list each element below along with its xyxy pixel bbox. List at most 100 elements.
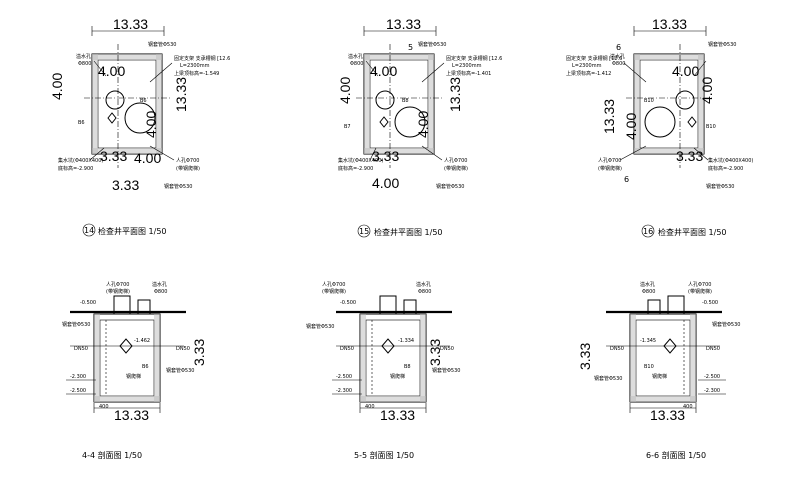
plan15-dim-b3: 4.00: [372, 175, 399, 191]
plan15-dim-right2: 4.00: [415, 111, 431, 138]
sec55-overflow-size: Φ800: [418, 289, 431, 295]
plan15-overflow: 溢水孔: [348, 53, 363, 60]
sec55-mid-elev: -1.334: [398, 338, 414, 344]
plan14-dim-left: 4.00: [49, 73, 65, 100]
plan16-b-left: B10: [644, 98, 654, 104]
plan14-top-elev: 上梁顶标高=-1.549: [174, 70, 219, 77]
sec55-elev1: -2.500: [336, 374, 352, 380]
plan16-dim-tag2: 6: [616, 43, 621, 52]
sec55-ladder2: 钢爬梯: [390, 373, 405, 380]
sec55-pipe-right: DN50: [440, 346, 454, 352]
sec66-ladder2: 钢爬梯: [652, 373, 667, 380]
sec55-ladder: (带钢爬梯): [322, 288, 346, 295]
plan15-dim-tag: 5: [408, 43, 413, 52]
plan14-b-left: B6: [78, 120, 85, 126]
sec55-dim-right: 3.33: [427, 339, 443, 366]
sec44-casing: 钢套管Φ530: [62, 321, 90, 328]
sec66-dim-bottom: 13.33: [650, 407, 685, 423]
plan16-caption: 检查井平面图 1/50: [658, 227, 727, 237]
sec44-pipe-left: DN50: [74, 346, 88, 352]
plan-14: 13.33 4.00 4.00 13.33 4.00 3.33 4.00 3.3…: [49, 16, 230, 237]
sec55-overflow: 溢水孔: [416, 281, 431, 288]
plan15-dim-top: 13.33: [386, 16, 421, 32]
plan14-dim-top: 13.33: [113, 16, 148, 32]
plan15-dim-right: 13.33: [447, 77, 463, 112]
sec44-dim-bottom: 13.33: [114, 407, 149, 423]
sec44-top-elev: -0.500: [80, 300, 96, 306]
sec55-elev2: -2.300: [336, 388, 352, 394]
plan15-top-elev: 上梁顶标高=-1.401: [446, 70, 491, 77]
plan15-b-center: B8: [402, 98, 409, 104]
plan16-overflow: 溢水孔: [610, 53, 625, 60]
section-6-6: 13.33 3.33 溢水孔 Φ800 人孔Φ700 (带钢爬梯) -0.500…: [577, 281, 740, 460]
plan14-dim-right: 13.33: [173, 77, 189, 112]
sec55-dim-bottom: 13.33: [380, 407, 415, 423]
plan-16: 13.33 4.00 4.00 13.33 4.00 3.33 6 6 溢水孔 …: [566, 16, 753, 238]
plan16-dim-b1: 3.33: [676, 148, 703, 164]
sec44-elev2: -2.500: [70, 388, 86, 394]
plan15-casing: 钢套管Φ530: [418, 41, 446, 48]
plan16-dim-right: 4.00: [699, 77, 715, 104]
plan16-dim-tag1: 6: [624, 175, 629, 184]
plan14-dim-b2: 4.00: [134, 150, 161, 166]
plan16-top-elev: 上梁顶标高=-1.412: [566, 70, 611, 77]
sec44-caption: 4-4 剖面图 1/50: [82, 450, 142, 460]
sec66-dim-left: 3.33: [577, 343, 593, 370]
plan16-casing: 钢套管Φ530: [708, 41, 736, 48]
sec55-b: B8: [404, 364, 411, 370]
plan16-support: 固定支架 支承槽钢 [12.6: [566, 55, 622, 62]
plan15-caption: 检查井平面图 1/50: [374, 227, 443, 237]
plan16-sump-elev: 底标高=-2.900: [708, 165, 743, 172]
plan14-dim-b3: 3.33: [112, 177, 139, 193]
plan16-casing2: 钢套管Φ530: [706, 183, 734, 190]
plan15-sump: 集水坑(Φ400X400): [338, 157, 383, 164]
sec44-ladder: (带钢爬梯): [106, 288, 130, 295]
sec66-overflow-size: Φ800: [642, 289, 655, 295]
plan16-caption-num: 16: [643, 227, 653, 236]
sec66-pipe-right: DN50: [706, 346, 720, 352]
plan15-length: L=2300mm: [452, 63, 482, 69]
sec55-manhole: 人孔Φ700: [322, 281, 345, 288]
plan15-dim-left: 4.00: [337, 77, 353, 104]
sec66-elev1: -2.500: [704, 374, 720, 380]
plan14-caption-num: 14: [84, 226, 94, 235]
sec44-mid-elev: -1.462: [134, 338, 150, 344]
plan14-manhole: 人孔Φ700: [176, 157, 199, 164]
sec44-manhole: 人孔Φ700: [106, 281, 129, 288]
plan16-dim-inner: 4.00: [672, 63, 699, 79]
sec44-b: B6: [142, 364, 149, 370]
sec66-casing: 钢套管Φ530: [712, 321, 740, 328]
sec44-casing2: 钢套管Φ530: [166, 367, 194, 374]
sec66-pipe-left: DN50: [610, 346, 624, 352]
plan14-overflow: 溢水孔: [76, 53, 91, 60]
plan15-caption-num: 15: [359, 227, 369, 236]
plan14-ladder: (带钢爬梯): [176, 165, 200, 172]
sec55-casing2: 钢套管Φ530: [432, 367, 460, 374]
sec44-overflow: 溢水孔: [152, 281, 167, 288]
plan-15: 13.33 4.00 4.00 13.33 3.33 4.00 4.00 5 溢…: [337, 16, 502, 238]
sec66-mid-elev: -1.345: [640, 338, 656, 344]
sec44-overflow-size: Φ800: [154, 289, 167, 295]
section-4-4: 13.33 3.33 人孔Φ700 (带钢爬梯) 溢水孔 Φ800 -0.500…: [62, 281, 207, 460]
plan14-casing2: 钢套管Φ530: [164, 183, 192, 190]
sec55-casing: 钢套管Φ530: [306, 323, 334, 330]
sec66-manhole: 人孔Φ700: [688, 281, 711, 288]
plan15-support: 固定支架 支承槽钢 [12.6: [446, 55, 502, 62]
section-5-5: 13.33 3.33 人孔Φ700 (带钢爬梯) 溢水孔 Φ800 -0.500…: [306, 281, 460, 460]
sec55-w: 400: [365, 404, 375, 410]
plan15-sump-elev: 底标高=-2.900: [338, 165, 373, 172]
plan14-b-center: B6: [140, 98, 147, 104]
sec44-pipe-right: DN50: [176, 346, 190, 352]
plan16-manhole: 人孔Φ700: [598, 157, 621, 164]
sec44-w: 400: [99, 404, 109, 410]
sec66-ladder: (带钢爬梯): [688, 288, 712, 295]
plan14-sump-elev: 底标高=-2.900: [58, 165, 93, 172]
sec44-ladder2: 钢爬梯: [126, 373, 141, 380]
plan14-caption: 检查井平面图 1/50: [98, 226, 167, 236]
sec66-elev2: -2.300: [704, 388, 720, 394]
plan14-dim-right2: 4.00: [143, 111, 159, 138]
plan15-ladder: (带钢爬梯): [444, 165, 468, 172]
plan16-overflow-size: Φ800: [612, 61, 625, 67]
